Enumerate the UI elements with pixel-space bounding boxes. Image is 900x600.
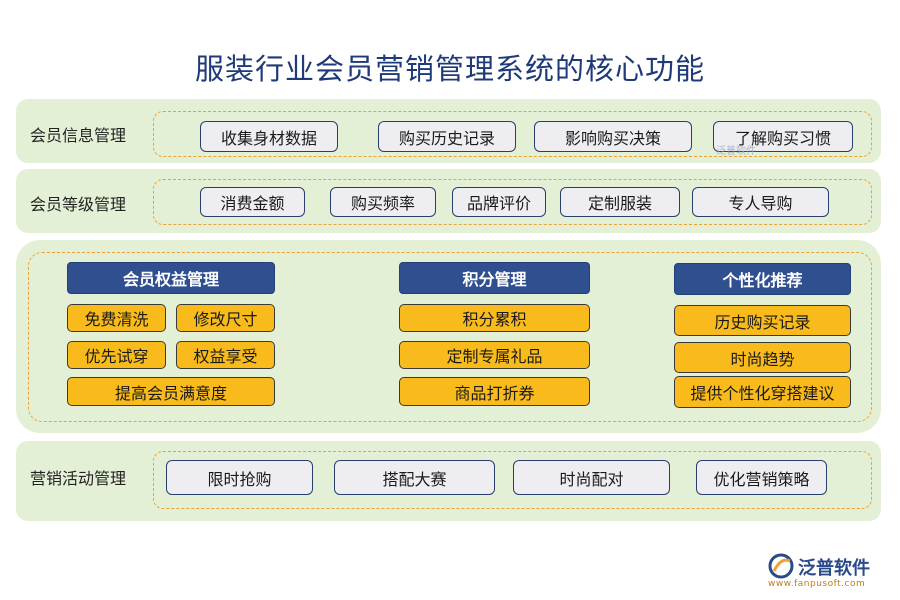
watermark: 泛普软件 xyxy=(716,146,756,157)
benefit-priority-fitting: 优先试穿 xyxy=(67,341,166,369)
member-info-label: 会员信息管理 xyxy=(30,126,127,145)
level-item-spend: 消费金额 xyxy=(200,187,305,217)
marketing-fashion-match: 时尚配对 xyxy=(513,460,670,495)
middle-dash-frame xyxy=(28,252,872,422)
marketing-styling-contest: 搭配大赛 xyxy=(334,460,495,495)
level-item-custom-clothing: 定制服装 xyxy=(560,187,680,217)
level-item-frequency: 购买频率 xyxy=(330,187,436,217)
info-item-purchase-history: 购买历史记录 xyxy=(378,121,516,152)
info-item-purchase-decision: 影响购买决策 xyxy=(534,121,692,152)
benefit-alteration: 修改尺寸 xyxy=(176,304,275,332)
marketing-optimize-strategy: 优化营销策略 xyxy=(696,460,827,495)
personal-history: 历史购买记录 xyxy=(674,305,851,336)
logo-url: www.fanpusoft.com xyxy=(768,579,866,589)
points-header: 积分管理 xyxy=(399,262,590,294)
benefits-header: 会员权益管理 xyxy=(67,262,275,294)
member-info-dash-frame xyxy=(153,111,872,157)
benefit-free-wash: 免费清洗 xyxy=(67,304,166,332)
level-item-personal-shopper: 专人导购 xyxy=(692,187,829,217)
personal-trend: 时尚趋势 xyxy=(674,342,851,373)
logo-name: 泛普软件 xyxy=(798,558,870,579)
points-discount-coupon: 商品打折券 xyxy=(399,377,590,406)
personal-header: 个性化推荐 xyxy=(674,263,851,295)
points-custom-gift: 定制专属礼品 xyxy=(399,341,590,369)
benefit-enjoy-rights: 权益享受 xyxy=(176,341,275,369)
info-item-body-data: 收集身材数据 xyxy=(200,121,338,152)
benefit-satisfaction: 提高会员满意度 xyxy=(67,377,275,406)
member-level-dash-frame xyxy=(153,179,872,225)
level-item-brand-rating: 品牌评价 xyxy=(452,187,546,217)
personal-styling-advice: 提供个性化穿搭建议 xyxy=(674,376,851,408)
fanpu-logo-icon xyxy=(768,553,796,583)
marketing-dash-frame xyxy=(153,451,872,509)
member-level-label: 会员等级管理 xyxy=(30,195,127,214)
page-title: 服装行业会员营销管理系统的核心功能 xyxy=(194,52,705,86)
marketing-label: 营销活动管理 xyxy=(30,469,127,488)
marketing-flash-sale: 限时抢购 xyxy=(166,460,313,495)
info-item-purchase-habit: 了解购买习惯 xyxy=(713,121,853,152)
points-accumulate: 积分累积 xyxy=(399,304,590,332)
